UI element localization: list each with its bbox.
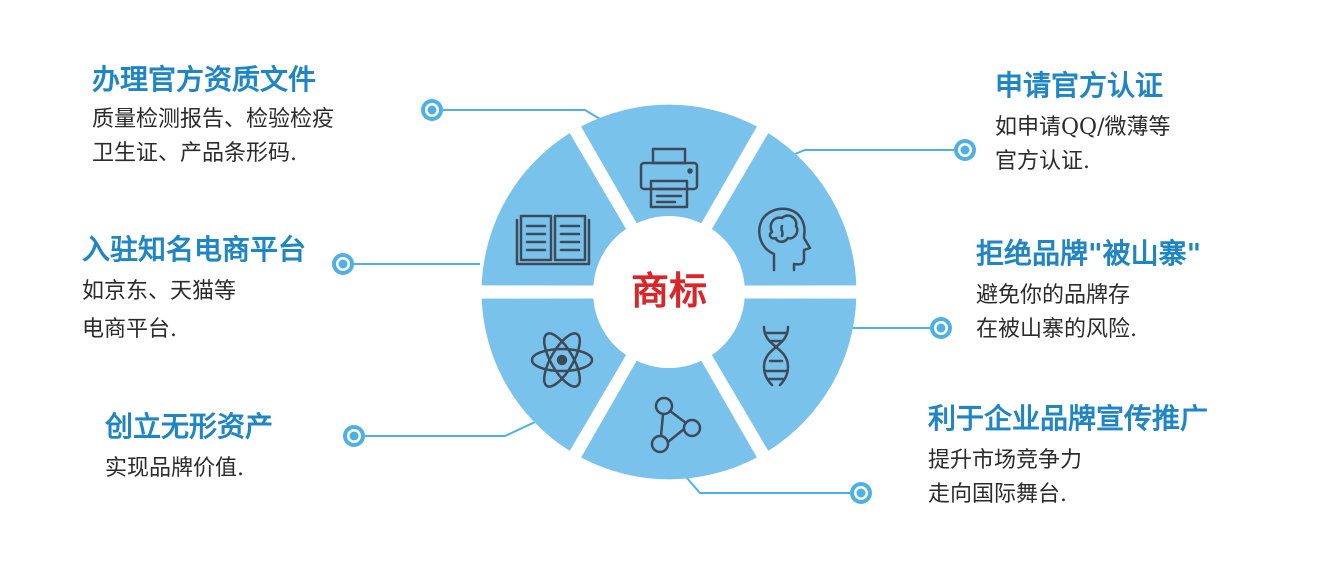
item-desc-line: 电商平台. [82, 317, 177, 342]
item-desc-line: 质量检测报告、检验检疫 [92, 107, 335, 132]
wheel-segment-bottom [581, 360, 757, 480]
connector-dot-mid-right [930, 317, 952, 339]
wheel-segment-lower-left [481, 298, 627, 451]
item-desc-line: 实现品牌价值. [105, 456, 244, 481]
item-title: 拒绝品牌"被山寨" [976, 237, 1202, 270]
center-label: 商标 [631, 268, 707, 313]
connector-line-top-left [443, 109, 611, 126]
item-desc-line: 提升市场竞争力 [928, 448, 1083, 473]
connector-dot-mid-left [332, 253, 354, 275]
item-desc-line: 避免你的品牌存 [976, 283, 1131, 308]
atom-icon [530, 332, 594, 388]
item-desc-line: 如申请QQ/微薄等 [995, 115, 1171, 140]
item-title: 入驻知名电商平台 [82, 233, 307, 266]
item-title: 利于企业品牌宣传推广 [928, 402, 1209, 435]
connector-dot-top-right [954, 139, 976, 161]
brain-head-icon [758, 207, 812, 272]
item-title: 申请官方认证 [995, 69, 1164, 102]
connector-line-top-right [784, 149, 955, 159]
item-title: 办理官方资质文件 [92, 63, 317, 96]
book-icon [515, 214, 591, 266]
item-title: 创立无形资产 [105, 410, 274, 443]
item-anti-counterfeit: 拒绝品牌"被山寨" 避免你的品牌存 在被山寨的风险. [976, 237, 1201, 347]
wheel-segment-lower-right [711, 298, 857, 451]
item-desc-line: 卫生证、产品条形码. [92, 141, 297, 166]
connector-dot-bottom-right [850, 482, 872, 504]
item-desc-line: 在被山寨的风险. [976, 317, 1137, 342]
connector-dot-bottom-left [343, 425, 365, 447]
connector-dot-top-left [421, 99, 443, 121]
molecule-icon [650, 396, 702, 454]
item-intangible-assets: 创立无形资产 实现品牌价值. [105, 410, 273, 486]
dna-icon [762, 325, 790, 387]
item-official-certification: 申请官方认证 如申请QQ/微薄等 官方认证. [995, 69, 1171, 179]
item-brand-promotion: 利于企业品牌宣传推广 提升市场竞争力 走向国际舞台. [928, 402, 1208, 512]
item-desc-line: 官方认证. [995, 149, 1090, 174]
item-official-qualification: 办理官方资质文件 质量检测报告、检验检疫 卫生证、产品条形码. [92, 63, 334, 171]
item-ecommerce-platform: 入驻知名电商平台 如京东、天猫等 电商平台. [82, 233, 306, 347]
item-desc-line: 如京东、天猫等 [82, 279, 237, 304]
connector-line-bottom-left [365, 421, 536, 437]
item-desc-line: 走向国际舞台. [928, 482, 1067, 507]
printer-icon [639, 147, 699, 209]
